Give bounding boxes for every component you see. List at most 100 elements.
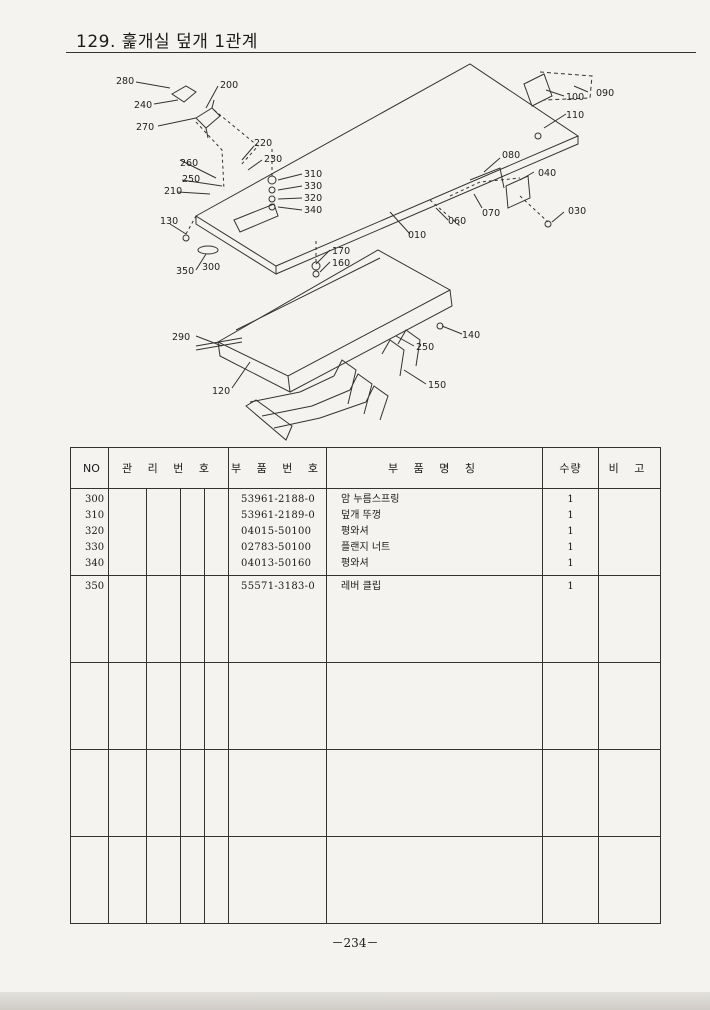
item-no: 310 (85, 510, 105, 521)
part-name: 평와셔 (341, 526, 369, 537)
part-number: 04013-50160 (241, 558, 312, 569)
cell-mgmt (108, 662, 147, 750)
part-name: 레버 클립 (341, 581, 382, 592)
part-number: 53961-2188-0 (241, 494, 316, 505)
quantity: 1 (567, 494, 574, 505)
part-name: 덮개 뚜껑 (341, 510, 382, 521)
callout-label: 320 (304, 193, 322, 204)
callout-label: 330 (304, 181, 322, 192)
cell-part-name: 레버 클립 (326, 575, 544, 663)
callout-label: 210 (164, 186, 182, 197)
callout-label: 140 (462, 330, 480, 341)
cell-part-name: 암 누름스프링 덮개 뚜껑 평와셔 플랜지 너트 평와셔 (326, 488, 544, 576)
cell-no (70, 662, 109, 750)
page-number: －234－ (331, 936, 379, 950)
exploded-parts-diagram: 280 240 270 200 220 230 260 250 210 310 … (116, 63, 614, 441)
part-number: 55571-3183-0 (241, 581, 316, 592)
cell-mgmt (180, 488, 205, 576)
cell-part-number: 55571-3183-0 (228, 575, 328, 663)
callout-label: 340 (304, 205, 322, 216)
header-no: NO (70, 447, 109, 489)
part-number: 04015-50100 (241, 526, 312, 537)
table-row-empty (70, 749, 662, 837)
table-header-row: NO 관 리 번 호 부 품 번 호 부 품 명 칭 수량 비 고 (70, 447, 662, 489)
cell-mgmt (203, 749, 230, 837)
callout-label: 250 (182, 174, 200, 185)
cell-remarks (598, 749, 662, 837)
callout-label: 130 (160, 216, 178, 227)
item-no: 340 (85, 558, 105, 569)
cell-mgmt (180, 749, 205, 837)
callout-label: 090 (596, 88, 614, 99)
callout-label: 290 (172, 332, 190, 343)
parts-table: NO 관 리 번 호 부 품 번 호 부 품 명 칭 수량 비 고 300 31… (70, 447, 662, 924)
cell-quantity: 1 (542, 575, 600, 663)
cell-no: 300 310 320 330 340 (70, 488, 109, 576)
cell-part-number: 53961-2188-0 53961-2189-0 04015-50100 02… (228, 488, 328, 576)
item-no: 330 (85, 542, 105, 553)
cell-quantity (542, 836, 600, 924)
cell-mgmt (203, 488, 230, 576)
item-no: 320 (85, 526, 105, 537)
scan-edge (0, 992, 710, 1010)
cell-mgmt (146, 488, 181, 576)
header-part-number: 부 품 번 호 (228, 447, 328, 489)
cell-mgmt (108, 836, 147, 924)
cell-remarks (598, 836, 662, 924)
cell-part-name (326, 749, 544, 837)
table-row: 300 310 320 330 340 53961-2188-0 53961-2… (70, 488, 662, 576)
cell-part-name (326, 662, 544, 750)
callout-label: 260 (180, 158, 198, 169)
cell-no: 350 (70, 575, 109, 663)
callout-label: 010 (408, 230, 426, 241)
callout-label: 220 (254, 138, 272, 149)
callout-label: 100 (566, 92, 584, 103)
cell-no (70, 836, 109, 924)
callout-label: 160 (332, 258, 350, 269)
table-row-empty (70, 836, 662, 924)
quantity: 1 (567, 558, 574, 569)
table-row-empty (70, 662, 662, 750)
callout-label: 280 (116, 76, 134, 87)
cell-mgmt (203, 836, 230, 924)
callout-label: 040 (538, 168, 556, 179)
cell-part-number (228, 662, 328, 750)
cell-mgmt (203, 662, 230, 750)
part-number: 02783-50100 (241, 542, 312, 553)
header-quantity: 수량 (542, 447, 600, 489)
cell-part-name (326, 836, 544, 924)
part-number: 53961-2189-0 (241, 510, 316, 521)
cell-quantity (542, 662, 600, 750)
cell-mgmt (180, 575, 205, 663)
callout-label: 070 (482, 208, 500, 219)
cell-mgmt (108, 749, 147, 837)
part-name: 암 누름스프링 (341, 494, 400, 505)
callout-label: 300 (202, 262, 220, 273)
diagram-callouts: 280 240 270 200 220 230 260 250 210 310 … (116, 76, 614, 397)
quantity: 1 (567, 581, 574, 592)
title-rule (66, 52, 696, 53)
cell-mgmt (108, 488, 147, 576)
cell-remarks (598, 662, 662, 750)
table-row: 350 55571-3183-0 레버 클립 1 (70, 575, 662, 663)
cell-mgmt (108, 575, 147, 663)
callout-label: 310 (304, 169, 322, 180)
callout-label: 200 (220, 80, 238, 91)
cell-mgmt (180, 836, 205, 924)
cell-part-number (228, 749, 328, 837)
part-name: 평와셔 (341, 558, 369, 569)
item-no: 350 (85, 581, 105, 592)
callout-label: 110 (566, 110, 584, 121)
cell-quantity (542, 749, 600, 837)
cell-part-number (228, 836, 328, 924)
cell-no (70, 749, 109, 837)
callout-label: 150 (428, 380, 446, 391)
callout-label: 250 (416, 342, 434, 353)
callout-label: 230 (264, 154, 282, 165)
callout-label: 080 (502, 150, 520, 161)
header-part-name: 부 품 명 칭 (326, 447, 544, 489)
quantity: 1 (567, 526, 574, 537)
callout-label: 030 (568, 206, 586, 217)
part-name: 플랜지 너트 (341, 542, 391, 553)
header-management-number: 관 리 번 호 (107, 447, 230, 489)
